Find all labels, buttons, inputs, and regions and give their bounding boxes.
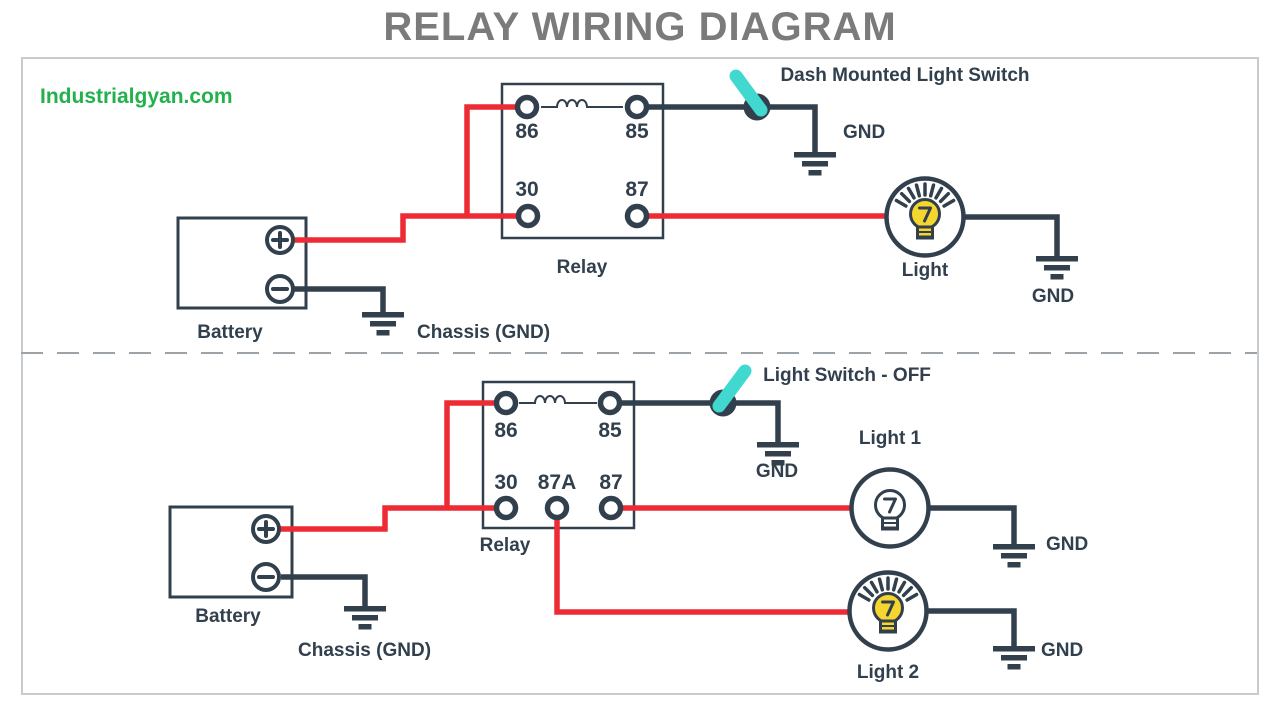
ground-wires xyxy=(294,104,1060,312)
light-ground-icon xyxy=(1036,256,1078,280)
pin-label-87: 87 xyxy=(599,471,623,494)
switch-lever-icon xyxy=(729,69,768,117)
pin-label-86: 86 xyxy=(494,419,518,442)
chassis-gnd-label: Chassis (GND) xyxy=(417,322,551,343)
relay-label: Relay xyxy=(479,535,531,556)
chassis-ground-icon xyxy=(362,312,404,336)
light2-ground-icon xyxy=(993,646,1035,670)
relay-terminal-30 xyxy=(493,495,519,521)
light2-gnd-label: GND xyxy=(1041,640,1084,661)
light1-ground-icon xyxy=(993,544,1035,568)
relay-terminal-87 xyxy=(624,203,650,229)
light2-label: Light 2 xyxy=(856,662,920,683)
relay-coil-icon xyxy=(519,395,597,404)
pin-label-87a: 87A xyxy=(537,471,577,494)
relay-terminal-85 xyxy=(624,94,650,120)
switch-ground-icon xyxy=(794,152,836,176)
plus-icon xyxy=(257,520,275,538)
pin-label-87: 87 xyxy=(625,178,649,201)
relay-terminal-87a xyxy=(544,495,570,521)
switch-gnd-label: GND xyxy=(843,122,886,143)
switch-lever-icon xyxy=(712,364,752,413)
positive-wires xyxy=(292,104,887,243)
relay-terminal-30 xyxy=(515,203,541,229)
relay-coil-icon xyxy=(541,99,623,108)
light-gnd-label: GND xyxy=(1031,286,1075,307)
bottom-circuit xyxy=(168,364,1035,670)
plus-icon xyxy=(271,231,289,249)
relay-terminal-86 xyxy=(493,390,519,416)
relay-terminal-87 xyxy=(598,495,624,521)
pin-label-85: 85 xyxy=(625,120,649,143)
light-bulb-off-icon xyxy=(852,470,929,547)
battery-label: Battery xyxy=(195,606,261,627)
pin-label-86: 86 xyxy=(515,120,539,143)
pin-label-30: 30 xyxy=(494,471,518,494)
light1-gnd-label: GND xyxy=(1046,534,1089,555)
top-circuit xyxy=(176,69,1078,336)
watermark-text: Industrialgyan.com xyxy=(40,85,233,108)
positive-wires xyxy=(280,400,852,615)
ground-wires xyxy=(281,400,1017,646)
light-bulb-on-icon xyxy=(887,179,964,256)
switch-gnd-label: GND xyxy=(755,461,799,482)
page-title: RELAY WIRING DIAGRAM xyxy=(383,5,897,49)
chassis-ground-icon xyxy=(344,606,386,630)
relay-terminal-85 xyxy=(597,390,623,416)
pin-label-30: 30 xyxy=(515,178,539,201)
chassis-gnd-label: Chassis (GND) xyxy=(298,640,432,661)
light-bulb-on-icon xyxy=(850,573,927,650)
pin-label-85: 85 xyxy=(598,419,622,442)
switch-label: Light Switch - OFF xyxy=(763,365,931,386)
light-label: Light xyxy=(901,260,949,281)
relay-label: Relay xyxy=(556,257,608,278)
relay-terminal-86 xyxy=(514,94,540,120)
battery-label: Battery xyxy=(197,322,263,343)
switch-label: Dash Mounted Light Switch xyxy=(780,65,1030,86)
light1-label: Light 1 xyxy=(858,428,922,449)
